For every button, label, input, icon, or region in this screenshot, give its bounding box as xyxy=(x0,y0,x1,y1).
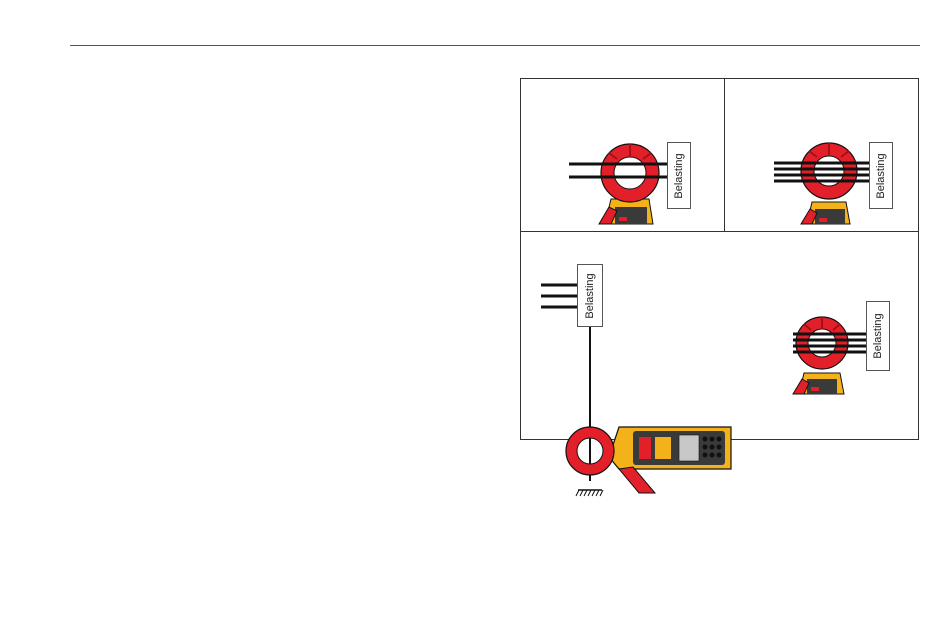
clamp-meter-illustration xyxy=(521,79,724,231)
header-rule xyxy=(70,45,920,46)
panel-three-phase-alt: Belasting xyxy=(771,231,920,441)
clamp-meter-illustration xyxy=(521,231,771,441)
load-label: Belasting xyxy=(584,273,596,318)
load-label: Belasting xyxy=(872,313,884,358)
load-box: Belasting xyxy=(866,301,890,371)
clamp-meter-illustration xyxy=(771,231,920,441)
panel-single-conductor: Belasting xyxy=(521,79,724,231)
panel-three-phase: Belasting xyxy=(724,79,920,231)
panel-earth-leakage: Belasting xyxy=(521,231,771,441)
load-label: Belasting xyxy=(875,153,887,198)
load-box: Belasting xyxy=(577,264,603,327)
clamp-measurement-figure: Belasting Belasting xyxy=(520,78,919,440)
load-label: Belasting xyxy=(673,153,685,198)
load-box: Belasting xyxy=(869,142,893,209)
load-box: Belasting xyxy=(667,142,691,209)
